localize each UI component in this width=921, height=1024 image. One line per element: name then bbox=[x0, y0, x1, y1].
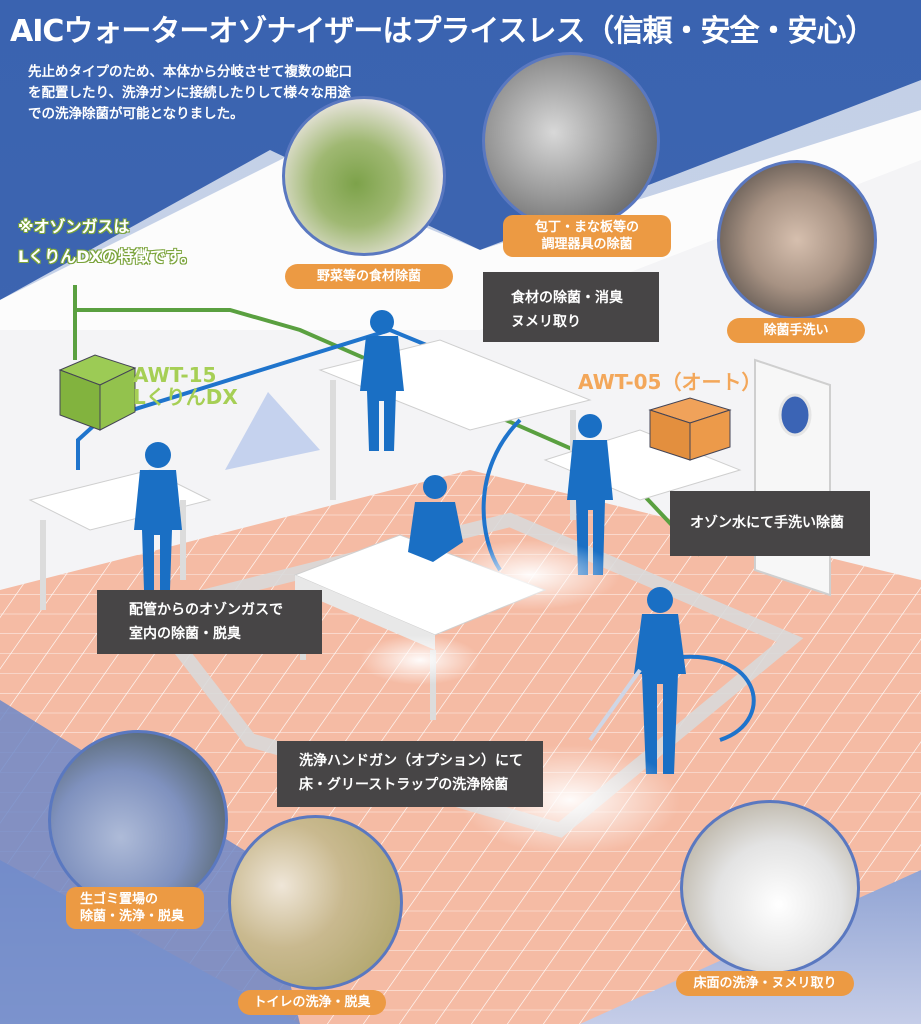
hand-gun bbox=[588, 668, 642, 742]
label-garbage: 生ゴミ置場の 除菌・洗浄・脱臭 bbox=[66, 887, 204, 929]
note-line: ※オゾンガスは bbox=[18, 217, 130, 236]
callout-line: 床・グリーストラップの洗浄除菌 bbox=[299, 777, 509, 793]
intro-line: を配置したり、洗浄ガンに接続したりして様々な用途 bbox=[28, 85, 352, 101]
intro-text: 先止めタイプのため、本体から分岐させて複数の蛇口 を配置したり、洗浄ガンに接続し… bbox=[28, 62, 428, 125]
hand-gun-hose bbox=[659, 654, 756, 742]
note-line: LくりんDXの特徴です。 bbox=[18, 247, 197, 266]
label-handwash: 除菌手洗い bbox=[727, 318, 865, 343]
wall-top bbox=[0, 80, 921, 330]
callout-ozone-gas: 配管からのオゾンガスで 室内の除菌・脱臭 bbox=[97, 590, 322, 654]
awt05-unit bbox=[648, 397, 732, 461]
callout-line: 食材の除菌・消臭 bbox=[511, 290, 623, 306]
photo-utensils bbox=[482, 52, 660, 230]
model-awt15-subname: LくりんDX bbox=[133, 385, 238, 409]
photo-floor bbox=[680, 800, 860, 975]
door bbox=[754, 358, 831, 597]
callout-hand-gun: 洗浄ハンドガン（オプション）にて 床・グリーストラップの洗浄除菌 bbox=[277, 741, 543, 807]
label-utensils: 包丁・まな板等の 調理器具の除菌 bbox=[503, 215, 671, 257]
callout-food: 食材の除菌・消臭 ヌメリ取り bbox=[483, 272, 659, 342]
photo-toilet bbox=[228, 815, 403, 990]
photo-handwash bbox=[717, 160, 877, 320]
people bbox=[134, 310, 686, 774]
intro-line: での洗浄除菌が可能となりました。 bbox=[28, 106, 244, 122]
label-floor: 床面の洗浄・ヌメリ取り bbox=[676, 971, 854, 996]
label-vegetables: 野菜等の食材除菌 bbox=[285, 264, 453, 289]
intro-line: 先止めタイプのため、本体から分岐させて複数の蛇口 bbox=[28, 64, 352, 80]
callout-line: 洗浄ハンドガン（オプション）にて bbox=[299, 753, 523, 769]
callout-line: 配管からのオゾンガスで bbox=[129, 602, 283, 618]
callout-ozone-water: オゾン水にて手洗い除菌 bbox=[670, 491, 870, 556]
callout-line: 室内の除菌・脱臭 bbox=[129, 626, 241, 642]
model-awt15-name: AWT-15 bbox=[133, 363, 217, 387]
label-line: 除菌・洗浄・脱臭 bbox=[80, 909, 185, 924]
awt15-unit bbox=[58, 354, 137, 431]
photo-vegetables bbox=[282, 96, 446, 256]
callout-line: ヌメリ取り bbox=[511, 314, 581, 330]
model-awt15: AWT-15 LくりんDX bbox=[133, 364, 238, 408]
label-line: 生ゴミ置場の bbox=[80, 892, 159, 907]
label-line: 包丁・まな板等の bbox=[534, 220, 639, 235]
ozone-gas-note: ※オゾンガスは LくりんDXの特徴です。 bbox=[18, 212, 196, 272]
gas-spray bbox=[225, 392, 320, 470]
page-title: AICウォーターオゾナイザーはプライスレス（信頼・安全・安心） bbox=[10, 14, 875, 49]
label-toilet: トイレの洗浄・脱臭 bbox=[238, 990, 386, 1015]
photo-garbage bbox=[48, 730, 228, 910]
label-line: 調理器具の除菌 bbox=[541, 237, 633, 252]
model-awt05: AWT-05（オート） bbox=[578, 370, 762, 394]
